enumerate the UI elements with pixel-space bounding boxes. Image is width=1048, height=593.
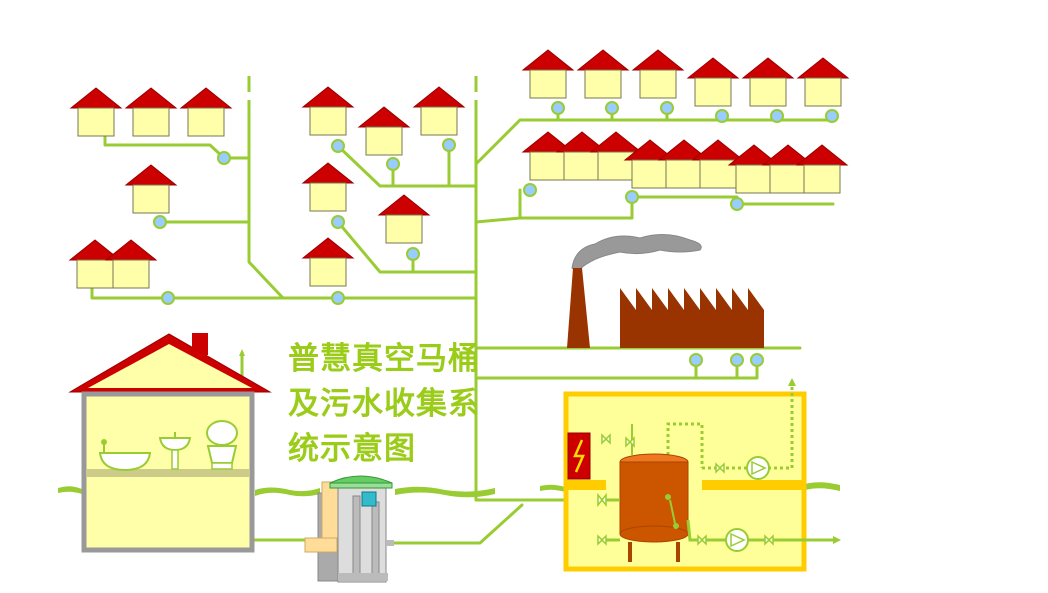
- vacuum-valve-icon: [153, 215, 167, 229]
- residential-building: [68, 333, 272, 553]
- vacuum-valve-icon: [523, 183, 537, 197]
- vacuum-valve-icon: [161, 291, 175, 305]
- vacuum-valve-icon: [770, 109, 784, 123]
- house-icon: [302, 86, 354, 136]
- house-icon: [577, 49, 629, 99]
- vacuum-valve-icon: [689, 353, 703, 367]
- house-icon: [687, 57, 739, 107]
- gate-valve-icon: [597, 436, 774, 546]
- vacuum-tank-icon: [619, 453, 689, 562]
- vacuum-valve-icon: [331, 291, 345, 305]
- house-icon: [125, 164, 177, 214]
- vacuum-valve-icon: [331, 139, 345, 153]
- vacuum-station: [563, 378, 841, 572]
- vacuum-valve-icon: [406, 247, 420, 261]
- diagram-title-line-2: 及污水收集系: [288, 386, 480, 422]
- houses-right-top: [522, 49, 849, 107]
- vacuum-valve-icon: [715, 109, 729, 123]
- smoke-icon: [571, 234, 702, 273]
- vent-arrow-icon: [239, 349, 245, 356]
- diagram-title-line-3: 统示意图: [288, 431, 416, 467]
- house-icon: [302, 162, 354, 212]
- vacuum-valve-icon: [442, 138, 456, 152]
- house-icon: [742, 57, 794, 107]
- vacuum-valve-icon: [730, 197, 744, 211]
- vacuum-valve-icon: [605, 101, 619, 115]
- house-icon: [796, 144, 848, 194]
- house-icon: [125, 87, 177, 137]
- diagram-title-line-1: 普慧真空马桶: [288, 341, 480, 377]
- vacuum-valve-icon: [331, 215, 345, 229]
- vacuum-valve-icon: [660, 101, 674, 115]
- toilet-icon: [206, 420, 238, 470]
- house-icon: [522, 49, 574, 99]
- house-icon: [70, 87, 122, 137]
- vacuum-valve-icon: [625, 190, 639, 204]
- vacuum-valve-icon: [386, 157, 400, 171]
- bathtub-icon: [98, 452, 152, 472]
- house-icon: [302, 237, 354, 287]
- house-icon: [797, 57, 849, 107]
- ground-line: [58, 482, 840, 498]
- electric-panel-icon: [567, 432, 591, 480]
- pump-icon: [746, 456, 770, 480]
- factory-icon: [567, 234, 764, 348]
- houses-right-row: [522, 131, 848, 194]
- gate-valve-icon: [597, 433, 611, 508]
- house-icon: [378, 194, 430, 244]
- houses-left: [69, 87, 232, 289]
- collection-chamber-icon: [304, 475, 394, 583]
- pump-icon: [725, 528, 749, 552]
- vacuum-valves: [153, 101, 839, 367]
- house-icon: [180, 87, 232, 137]
- house-icon: [358, 106, 410, 156]
- vacuum-valve-icon: [730, 353, 744, 367]
- vacuum-valve-icon: [750, 353, 764, 367]
- vacuum-valve-icon: [551, 101, 565, 115]
- vacuum-valve-icon: [217, 151, 231, 165]
- house-icon: [413, 86, 465, 136]
- vacuum-valve-icon: [825, 109, 839, 123]
- house-icon: [632, 49, 684, 99]
- zone-dividers: [247, 76, 478, 110]
- house-icon: [105, 239, 157, 289]
